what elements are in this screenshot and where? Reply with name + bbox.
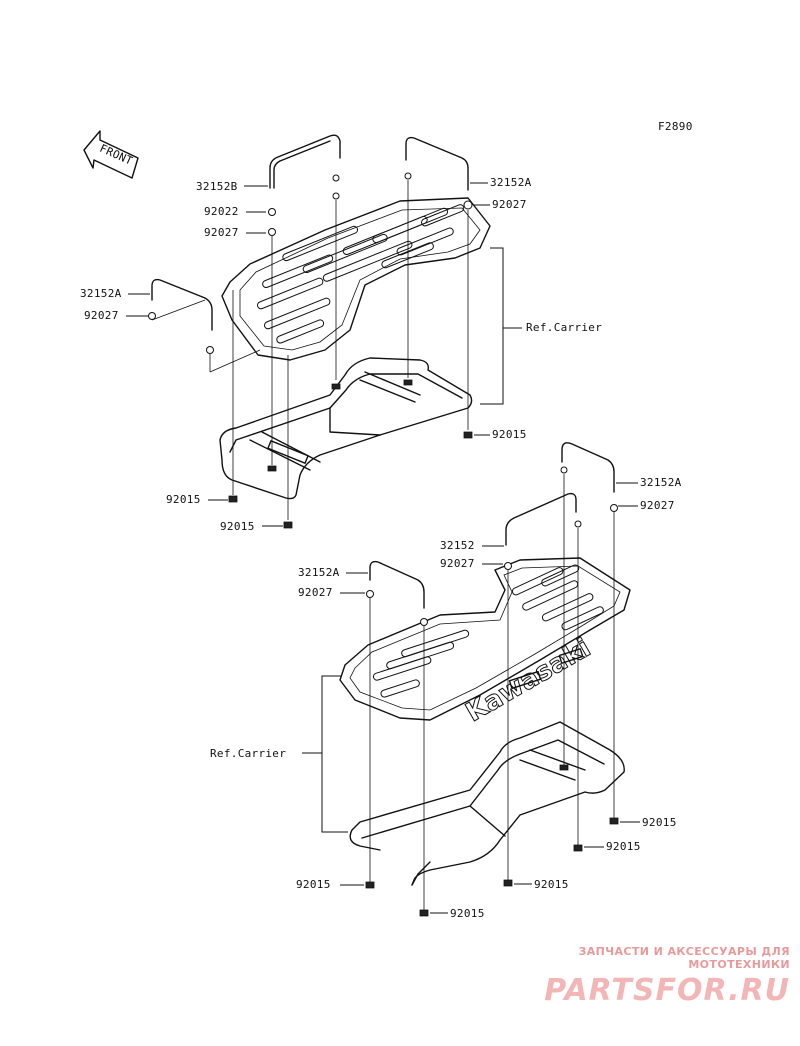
front-callout-92015-mid: 92015 bbox=[606, 840, 641, 853]
rear-callout-32152B: 32152B bbox=[196, 180, 238, 193]
rear-carrier-plate bbox=[221, 197, 491, 361]
watermark: ЗАПЧАСТИ И АКСЕССУАРЫ ДЛЯ МОТОТЕХНИКИ PA… bbox=[480, 945, 790, 1008]
front-right-grab-rail bbox=[561, 442, 615, 493]
rear-callout-92027-left: 92027 bbox=[84, 309, 119, 322]
rear-carrier-slots bbox=[256, 204, 465, 344]
rear-callout-92027-a: 92027 bbox=[204, 226, 239, 239]
rear-callout-92015-bottom: 92015 bbox=[220, 520, 255, 533]
front-ref-carrier: Ref.Carrier bbox=[210, 747, 286, 760]
front-callout-92027-mid: 92027 bbox=[440, 557, 475, 570]
rear-ref-carrier: Ref.Carrier bbox=[526, 321, 602, 334]
rear-callout-92027-right: 92027 bbox=[492, 198, 527, 211]
kawasaki-logo: Kawasaki bbox=[461, 633, 596, 728]
rear-right-grab-rail bbox=[405, 136, 469, 191]
watermark-site: PARTSFOR.RU bbox=[544, 973, 790, 1008]
rear-callout-32152A-right: 32152A bbox=[490, 176, 532, 189]
figure-code: F2890 bbox=[658, 120, 693, 133]
front-callout-92015-left: 92015 bbox=[296, 878, 331, 891]
rear-callout-92022: 92022 bbox=[204, 205, 239, 218]
front-callout-32152A-left: 32152A bbox=[298, 566, 340, 579]
rear-callout-92015-right: 92015 bbox=[492, 428, 527, 441]
front-callout-92027-right: 92027 bbox=[640, 499, 675, 512]
front-carrier-assembly: Kawasaki 32152A bbox=[210, 442, 682, 920]
watermark-tagline: ЗАПЧАСТИ И АКСЕССУАРЫ ДЛЯ МОТОТЕХНИКИ bbox=[578, 945, 790, 971]
front-carrier-slots bbox=[372, 564, 604, 698]
rear-callout-32152A-left: 32152A bbox=[80, 287, 122, 300]
rear-left-grab-rail bbox=[269, 134, 341, 189]
front-carrier-plate bbox=[339, 557, 631, 721]
front-arrow-icon: FRONT bbox=[83, 130, 139, 179]
front-left-grab-rail bbox=[369, 560, 425, 609]
rear-carrier-frame bbox=[219, 357, 473, 500]
front-callout-92027-left: 92027 bbox=[298, 586, 333, 599]
front-callout-32152A-right: 32152A bbox=[640, 476, 682, 489]
rear-carrier-assembly: 32152B 92022 92027 32152A 92027 32152A 9… bbox=[80, 134, 602, 533]
front-callout-32152: 32152 bbox=[440, 539, 475, 552]
front-carrier-frame bbox=[349, 721, 625, 886]
front-callout-92015-bottom: 92015 bbox=[450, 907, 485, 920]
rear-side-grab-rail bbox=[151, 278, 213, 331]
front-callout-92015-right: 92015 bbox=[642, 816, 677, 829]
rear-callout-92015-left: 92015 bbox=[166, 493, 201, 506]
front-mid-grab-rail bbox=[505, 492, 577, 546]
front-callout-92015-center: 92015 bbox=[534, 878, 569, 891]
